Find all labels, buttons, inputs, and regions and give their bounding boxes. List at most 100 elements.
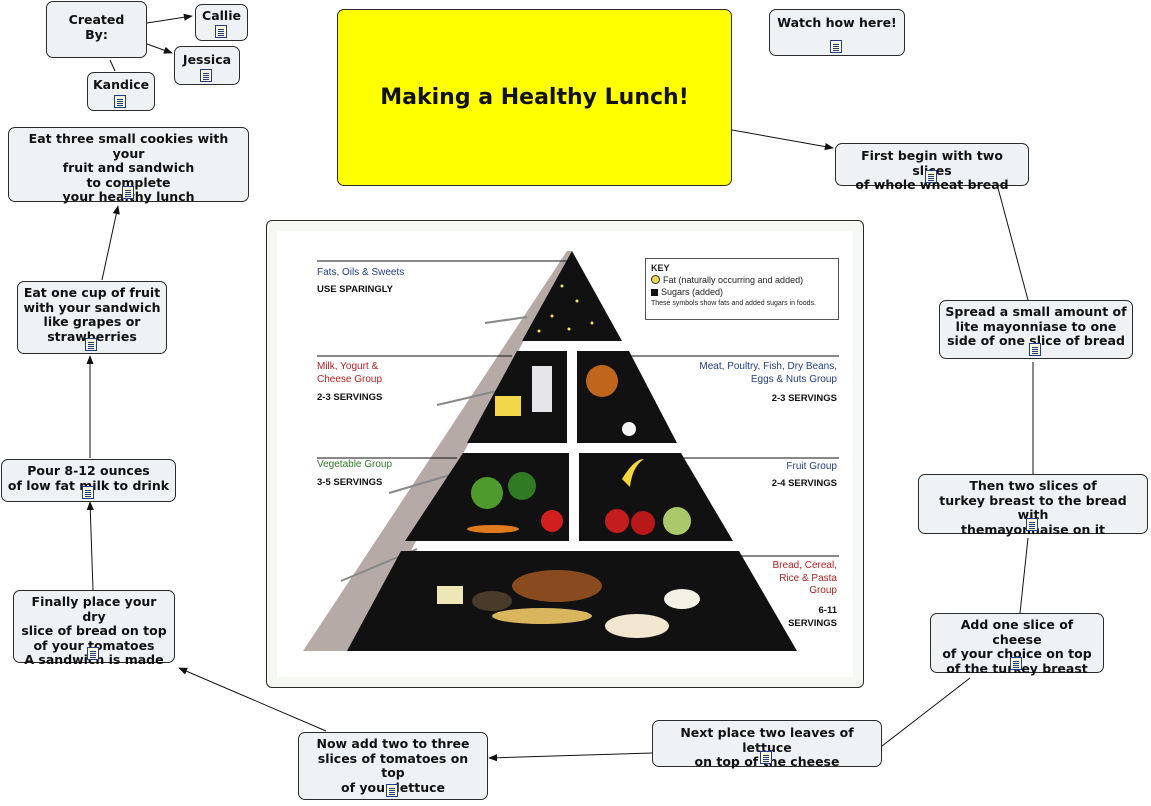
key-fat-text: Fat (naturally occurring and added) <box>663 275 804 285</box>
bread-group-label: Bread, Cereal, Rice & Pasta Group <box>772 560 837 596</box>
step2-text: Spread a small amount of lite mayonniase… <box>945 304 1127 348</box>
meat-group-label: Meat, Poultry, Fish, Dry Beans, Eggs & N… <box>699 361 837 385</box>
link-step6-step7 <box>178 667 327 732</box>
fat-symbol-icon <box>651 275 660 284</box>
link-title-step1 <box>731 129 834 151</box>
document-icon[interactable] <box>121 186 134 199</box>
bread-servings-label: 6-11 SERVINGS <box>788 605 837 629</box>
step9-node[interactable]: Eat one cup of fruit with your sandwich … <box>17 281 167 354</box>
link-step7-step8 <box>86 501 94 591</box>
created-by-node[interactable]: Created By: <box>46 1 147 58</box>
key-title: KEY <box>651 263 670 273</box>
step1-node[interactable]: First begin with two slices of whole whe… <box>835 143 1029 192</box>
key-sugar-text: Sugars (added) <box>661 287 724 297</box>
grapes-icon <box>663 507 691 535</box>
document-icon[interactable] <box>81 486 94 499</box>
step1-text: First begin with two slices of whole whe… <box>855 148 1009 192</box>
step10-node[interactable]: Eat three small cookies with your fruit … <box>8 127 249 204</box>
link-created-callie <box>146 13 193 24</box>
apple-icon <box>605 509 629 533</box>
step3-text: Then two slices of turkey breast to the … <box>939 478 1127 537</box>
step8-node[interactable]: Pour 8-12 ounces of low fat milk to drin… <box>1 459 176 502</box>
key-sugar-row: Sugars (added) <box>651 286 833 298</box>
veg-group-label: Vegetable Group <box>317 459 393 470</box>
step2-node[interactable]: Spread a small amount of lite mayonniase… <box>939 300 1133 359</box>
veg-servings-label: 3-5 SERVINGS <box>317 477 383 488</box>
fats-group-label: Fats, Oils & Sweets <box>317 267 405 278</box>
pyramid-key: KEY Fat (naturally occurring and added) … <box>645 258 839 320</box>
broccoli-icon <box>508 472 536 500</box>
step5-text: Next place two leaves of lettuce on top … <box>680 725 854 769</box>
link-created-jessica <box>146 43 173 54</box>
tomato-icon <box>541 510 563 532</box>
link-step5-step6 <box>488 752 654 762</box>
rice-bowl-icon <box>664 589 700 609</box>
milk-group-label: Milk, Yogurt & Cheese Group <box>317 361 383 385</box>
document-icon[interactable] <box>85 338 97 351</box>
milk-servings-label: 2-3 SERVINGS <box>317 392 383 403</box>
food-pyramid-canvas: Fats, Oils & Sweets USE SPARINGLY Milk, … <box>277 231 853 677</box>
key-note: These symbols show fats and added sugars… <box>651 300 816 307</box>
apple-icon <box>631 511 655 535</box>
step4-text: Add one slice of cheese of your choice o… <box>942 617 1092 676</box>
document-icon[interactable] <box>925 170 937 183</box>
pasta-plate-icon <box>605 614 669 638</box>
callie-node[interactable]: Callie <box>195 4 248 41</box>
meat-servings-label: 2-3 SERVINGS <box>771 393 837 404</box>
step7-text: Finally place your dry slice of bread on… <box>21 594 167 667</box>
step7-node[interactable]: Finally place your dry slice of bread on… <box>13 590 175 667</box>
cereal-bowl-icon <box>472 591 512 611</box>
document-icon[interactable] <box>114 95 126 108</box>
document-icon[interactable] <box>200 69 212 82</box>
document-icon[interactable] <box>1010 657 1022 670</box>
step5-node[interactable]: Next place two leaves of lettuce on top … <box>652 720 882 769</box>
milk-carton-icon <box>532 366 552 412</box>
key-fat-row: Fat (naturally occurring and added) <box>651 274 833 286</box>
link-step3-step4 <box>1019 537 1029 614</box>
pyramid-side-shading <box>303 251 572 651</box>
cheese-icon <box>495 396 521 416</box>
tier-fats-oils-sweets <box>522 251 622 341</box>
egg-icon <box>622 422 636 436</box>
title-node[interactable]: Making a Healthy Lunch! <box>337 9 732 186</box>
fruit-group-label: Fruit Group <box>786 461 837 472</box>
food-pyramid-drawing <box>303 251 839 651</box>
title-text: Making a Healthy Lunch! <box>380 85 689 110</box>
step3-node[interactable]: Then two slices of turkey breast to the … <box>918 474 1148 537</box>
step6-node[interactable]: Now add two to three slices of tomatoes … <box>298 732 488 800</box>
bread-loaf-icon <box>512 570 602 602</box>
created-by-text: Created By: <box>68 12 125 42</box>
kandice-text: Kandice <box>93 77 150 92</box>
poultry-icon <box>586 365 618 397</box>
step9-text: Eat one cup of fruit with your sandwich … <box>23 285 161 344</box>
link-step4-step5 <box>881 677 971 747</box>
tier-fruit-group <box>579 453 733 541</box>
food-pyramid-image[interactable]: Fats, Oils & Sweets USE SPARINGLY Milk, … <box>266 220 864 688</box>
link-step1-step2 <box>997 187 1029 301</box>
document-icon[interactable] <box>87 647 99 660</box>
document-icon[interactable] <box>830 40 842 53</box>
step8-text: Pour 8-12 ounces of low fat milk to drin… <box>7 463 170 493</box>
banana-icon <box>622 459 644 487</box>
lettuce-icon <box>471 477 503 509</box>
carrot-icon <box>467 525 519 533</box>
document-icon[interactable] <box>386 784 398 797</box>
watch-text: Watch how here! <box>777 15 897 30</box>
jessica-text: Jessica <box>182 52 232 67</box>
document-icon[interactable] <box>214 25 227 38</box>
step6-text: Now add two to three slices of tomatoes … <box>316 736 470 795</box>
sugar-symbol-icon <box>651 289 658 296</box>
jessica-node[interactable]: Jessica <box>174 46 240 85</box>
document-icon[interactable] <box>760 751 772 764</box>
document-icon[interactable] <box>1026 518 1038 531</box>
watch-node[interactable]: Watch how here! <box>769 9 905 56</box>
french-bread-icon <box>492 608 592 624</box>
link-step9-step10 <box>101 205 120 281</box>
step4-node[interactable]: Add one slice of cheese of your choice o… <box>930 613 1104 676</box>
kandice-node[interactable]: Kandice <box>87 72 155 111</box>
fruit-servings-label: 2-4 SERVINGS <box>771 478 837 489</box>
fats-servings-label: USE SPARINGLY <box>317 284 394 295</box>
document-icon[interactable] <box>1029 343 1041 356</box>
